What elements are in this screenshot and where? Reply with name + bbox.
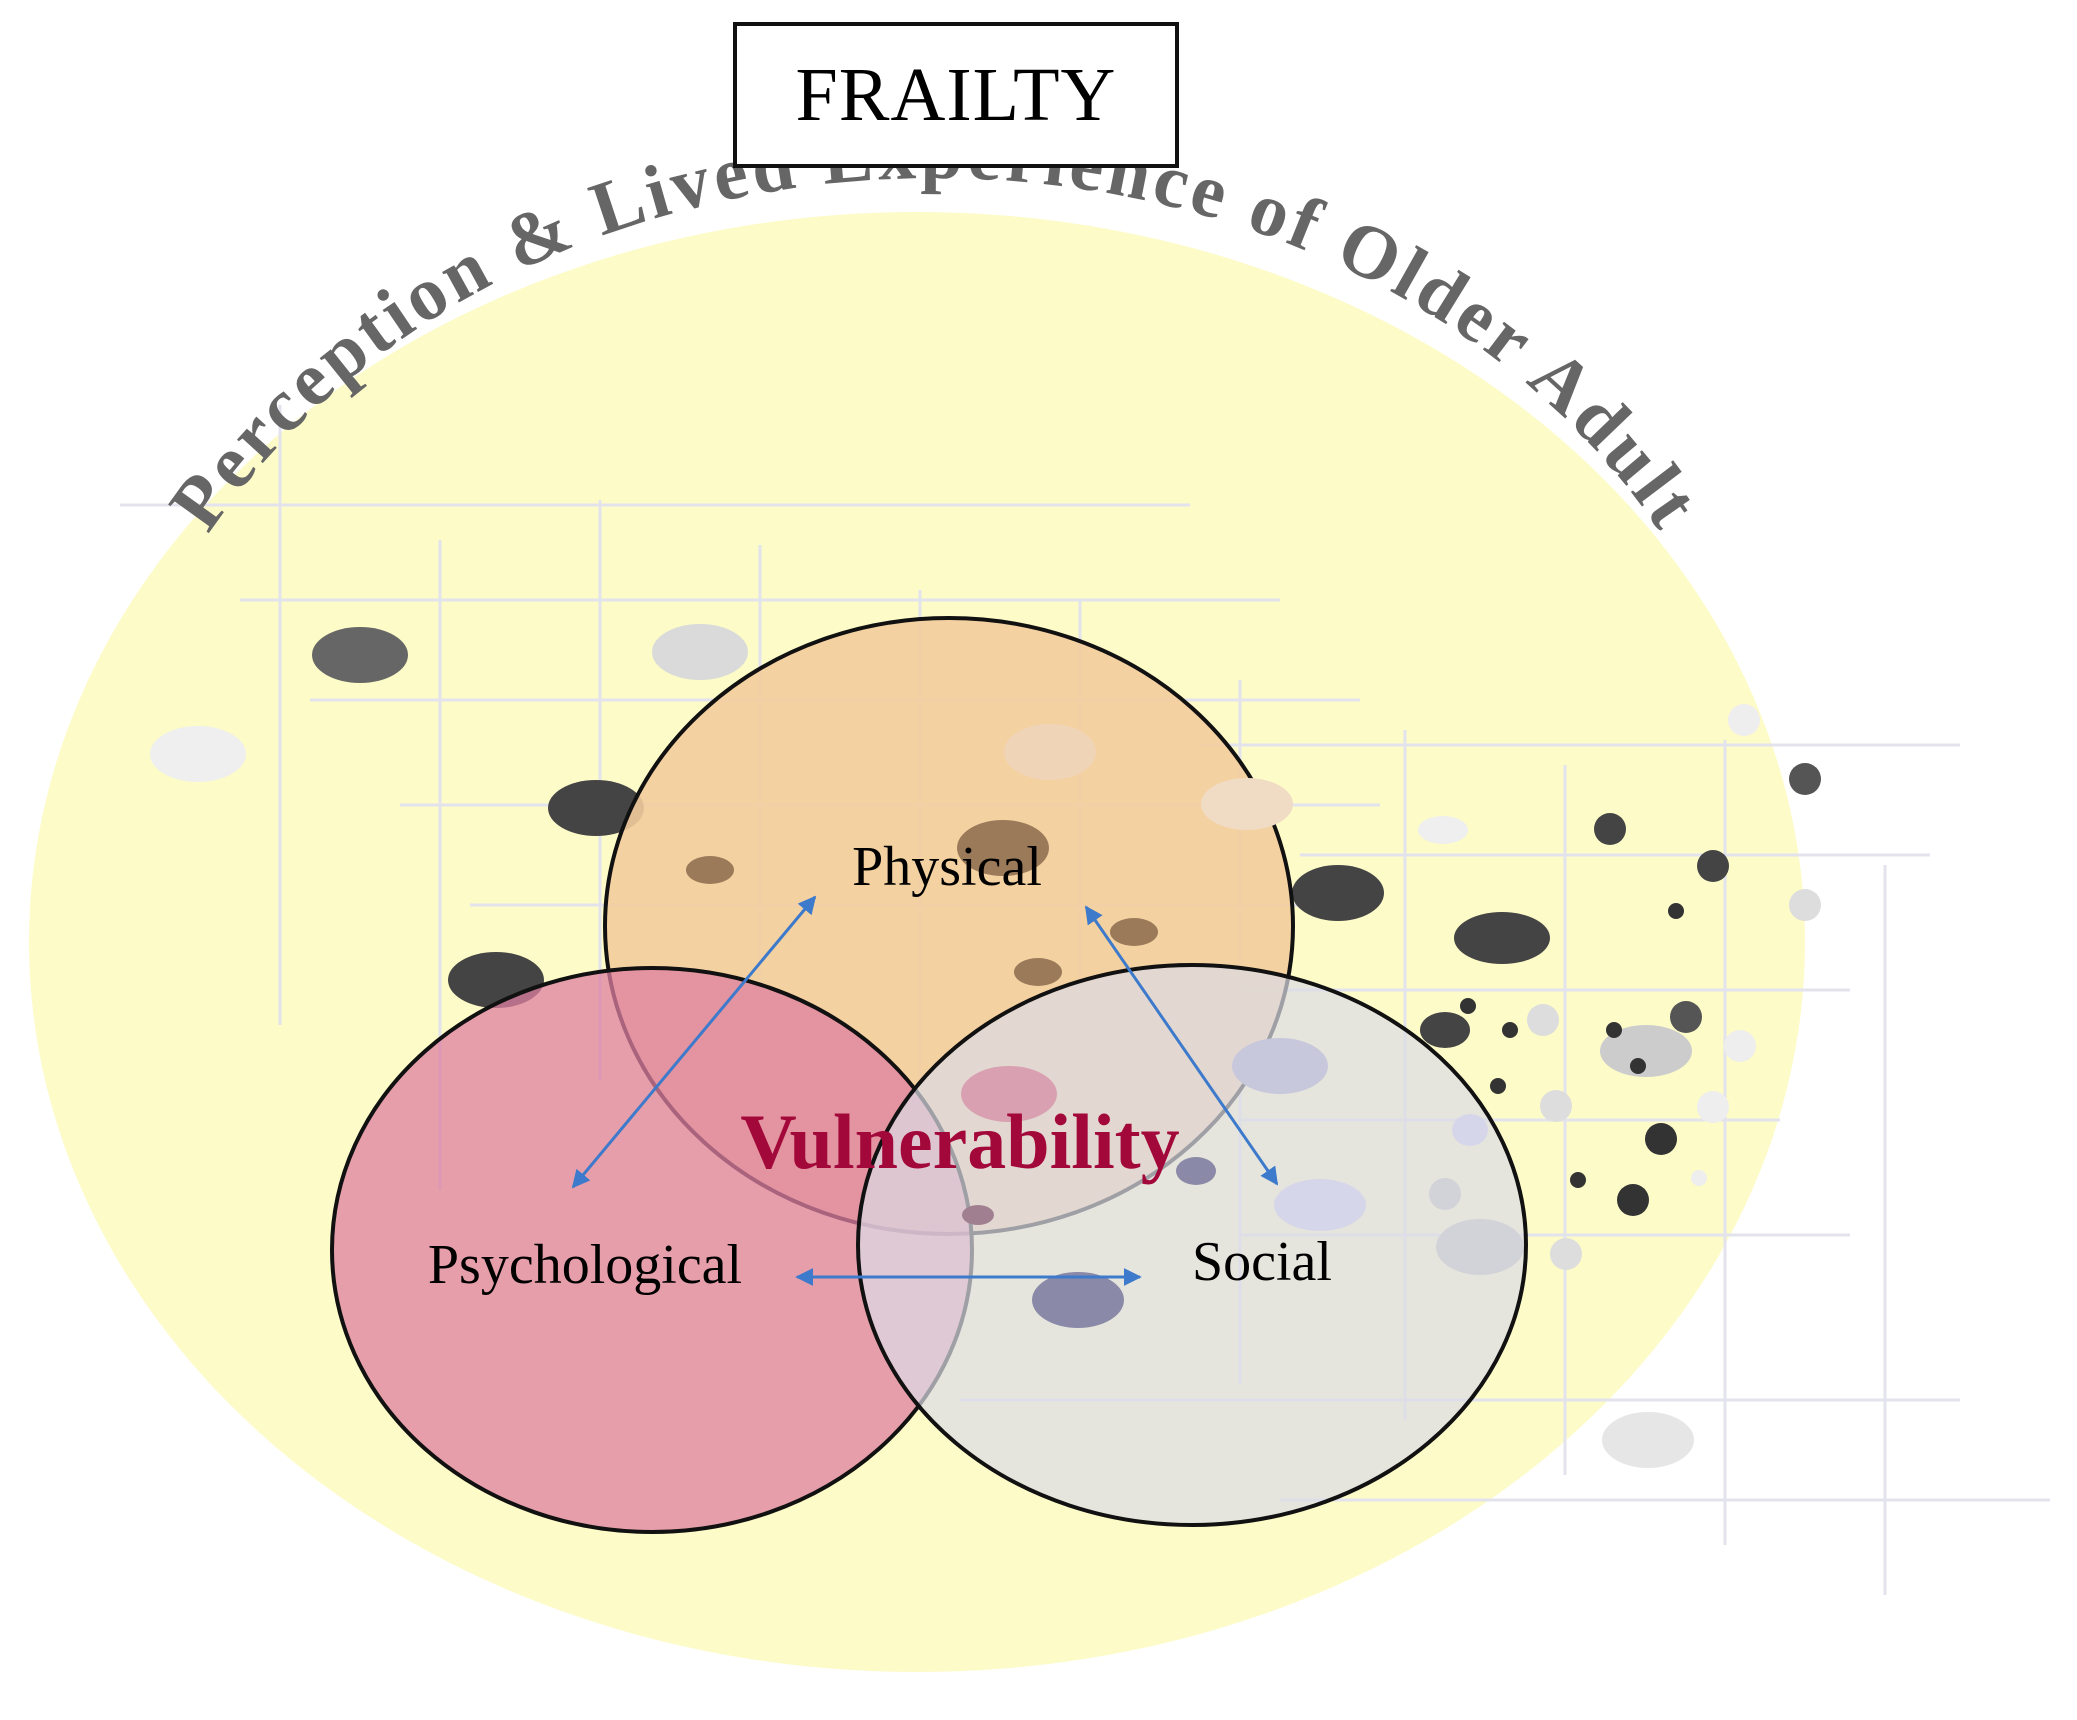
title-box: FRAILTY [733,22,1179,168]
relationship-arrows [571,895,1279,1286]
vulnerability-label: Vulnerability [740,1098,1179,1185]
social-label: Social [1192,1231,1332,1293]
physical-label: Physical [852,836,1042,898]
overlay-dots [686,724,1488,1328]
arrow-physical-psychological [571,895,817,1189]
diagram-title: FRAILTY [795,52,1117,137]
arrow-physical-social [1084,905,1279,1186]
psychological-label: Psychological [428,1234,742,1296]
